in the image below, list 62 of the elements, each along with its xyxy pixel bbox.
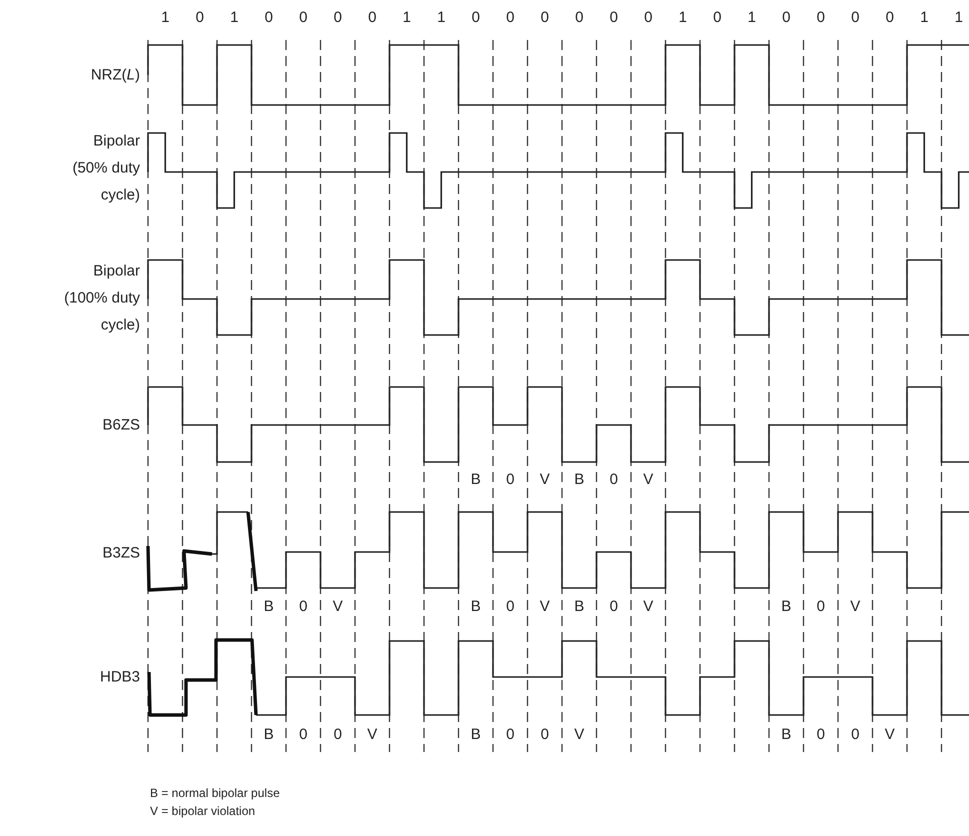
bit-value: 0 xyxy=(368,8,376,28)
signal-name: HDB3 xyxy=(98,668,140,688)
bit-value: 0 xyxy=(299,8,308,28)
signal-name: Bipolar (50% duty cycle) xyxy=(71,132,140,206)
pulse-marker-label: 0 xyxy=(851,725,860,745)
bit-value: 0 xyxy=(816,8,825,28)
bit-value: 0 xyxy=(782,8,790,28)
pulse-marker-label: 0 xyxy=(299,597,308,617)
signal-name: B6ZS xyxy=(101,416,140,436)
pulse-marker-label: B xyxy=(264,725,274,745)
pulse-marker-label: V xyxy=(643,597,654,617)
bit-value: 0 xyxy=(575,8,584,28)
bit-value: 1 xyxy=(402,8,411,28)
bit-value: 1 xyxy=(954,8,963,28)
bit-value: 0 xyxy=(196,8,204,28)
pulse-marker-label: 0 xyxy=(610,597,618,617)
pulse-marker-label: 0 xyxy=(506,470,514,490)
pulse-marker-label: 0 xyxy=(816,597,825,617)
pulse-marker-label: B xyxy=(574,597,584,617)
pulse-marker-label: 0 xyxy=(334,725,342,745)
pulse-marker-label: B xyxy=(574,470,584,490)
legend-note: B = normal bipolar pulse xyxy=(150,785,280,801)
bit-value: 1 xyxy=(230,8,238,28)
bit-value: 1 xyxy=(678,8,687,28)
pulse-marker-label: B xyxy=(470,597,481,617)
legend-note: V = bipolar violation xyxy=(150,803,256,819)
pulse-marker-label: B xyxy=(470,470,481,490)
pulse-marker-label: B xyxy=(264,597,274,617)
bit-value: 0 xyxy=(334,8,342,28)
pulse-marker-label: 0 xyxy=(816,725,825,745)
pulse-marker-label: 0 xyxy=(299,725,308,745)
pulse-marker-label: V xyxy=(332,597,343,617)
bit-value: 0 xyxy=(264,8,273,28)
pulse-marker-label: B xyxy=(470,725,481,745)
pulse-marker-label: V xyxy=(540,597,550,617)
pulse-marker-label: B xyxy=(781,597,792,617)
bit-value: 0 xyxy=(472,8,480,28)
pulse-marker-label: 0 xyxy=(506,725,514,745)
pulse-marker-label: B xyxy=(781,725,792,745)
pulse-marker-label: V xyxy=(574,725,584,745)
pulse-marker-label: 0 xyxy=(540,725,549,745)
pulse-marker-label: V xyxy=(540,470,550,490)
bit-value: 1 xyxy=(920,8,928,28)
bit-value: 0 xyxy=(886,8,894,28)
bit-value: 0 xyxy=(540,8,549,28)
pulse-marker-label: V xyxy=(884,725,895,745)
bit-value: 0 xyxy=(506,8,514,28)
signal-name: B3ZS xyxy=(101,544,140,564)
signal-name: NRZ(L) xyxy=(90,66,140,86)
bit-value: 0 xyxy=(610,8,618,28)
pulse-marker-label: 0 xyxy=(506,597,514,617)
bit-value: 1 xyxy=(748,8,756,28)
bit-value: 0 xyxy=(713,8,722,28)
bit-value: 1 xyxy=(437,8,446,28)
bit-value: 0 xyxy=(644,8,652,28)
pulse-marker-label: V xyxy=(850,597,860,617)
pulse-marker-label: V xyxy=(643,470,654,490)
bit-value: 0 xyxy=(851,8,860,28)
pulse-marker-label: 0 xyxy=(610,470,618,490)
signal-name: Bipolar (100% duty cycle) xyxy=(63,262,140,336)
pulse-marker-label: V xyxy=(367,725,378,745)
bit-value: 1 xyxy=(161,8,170,28)
